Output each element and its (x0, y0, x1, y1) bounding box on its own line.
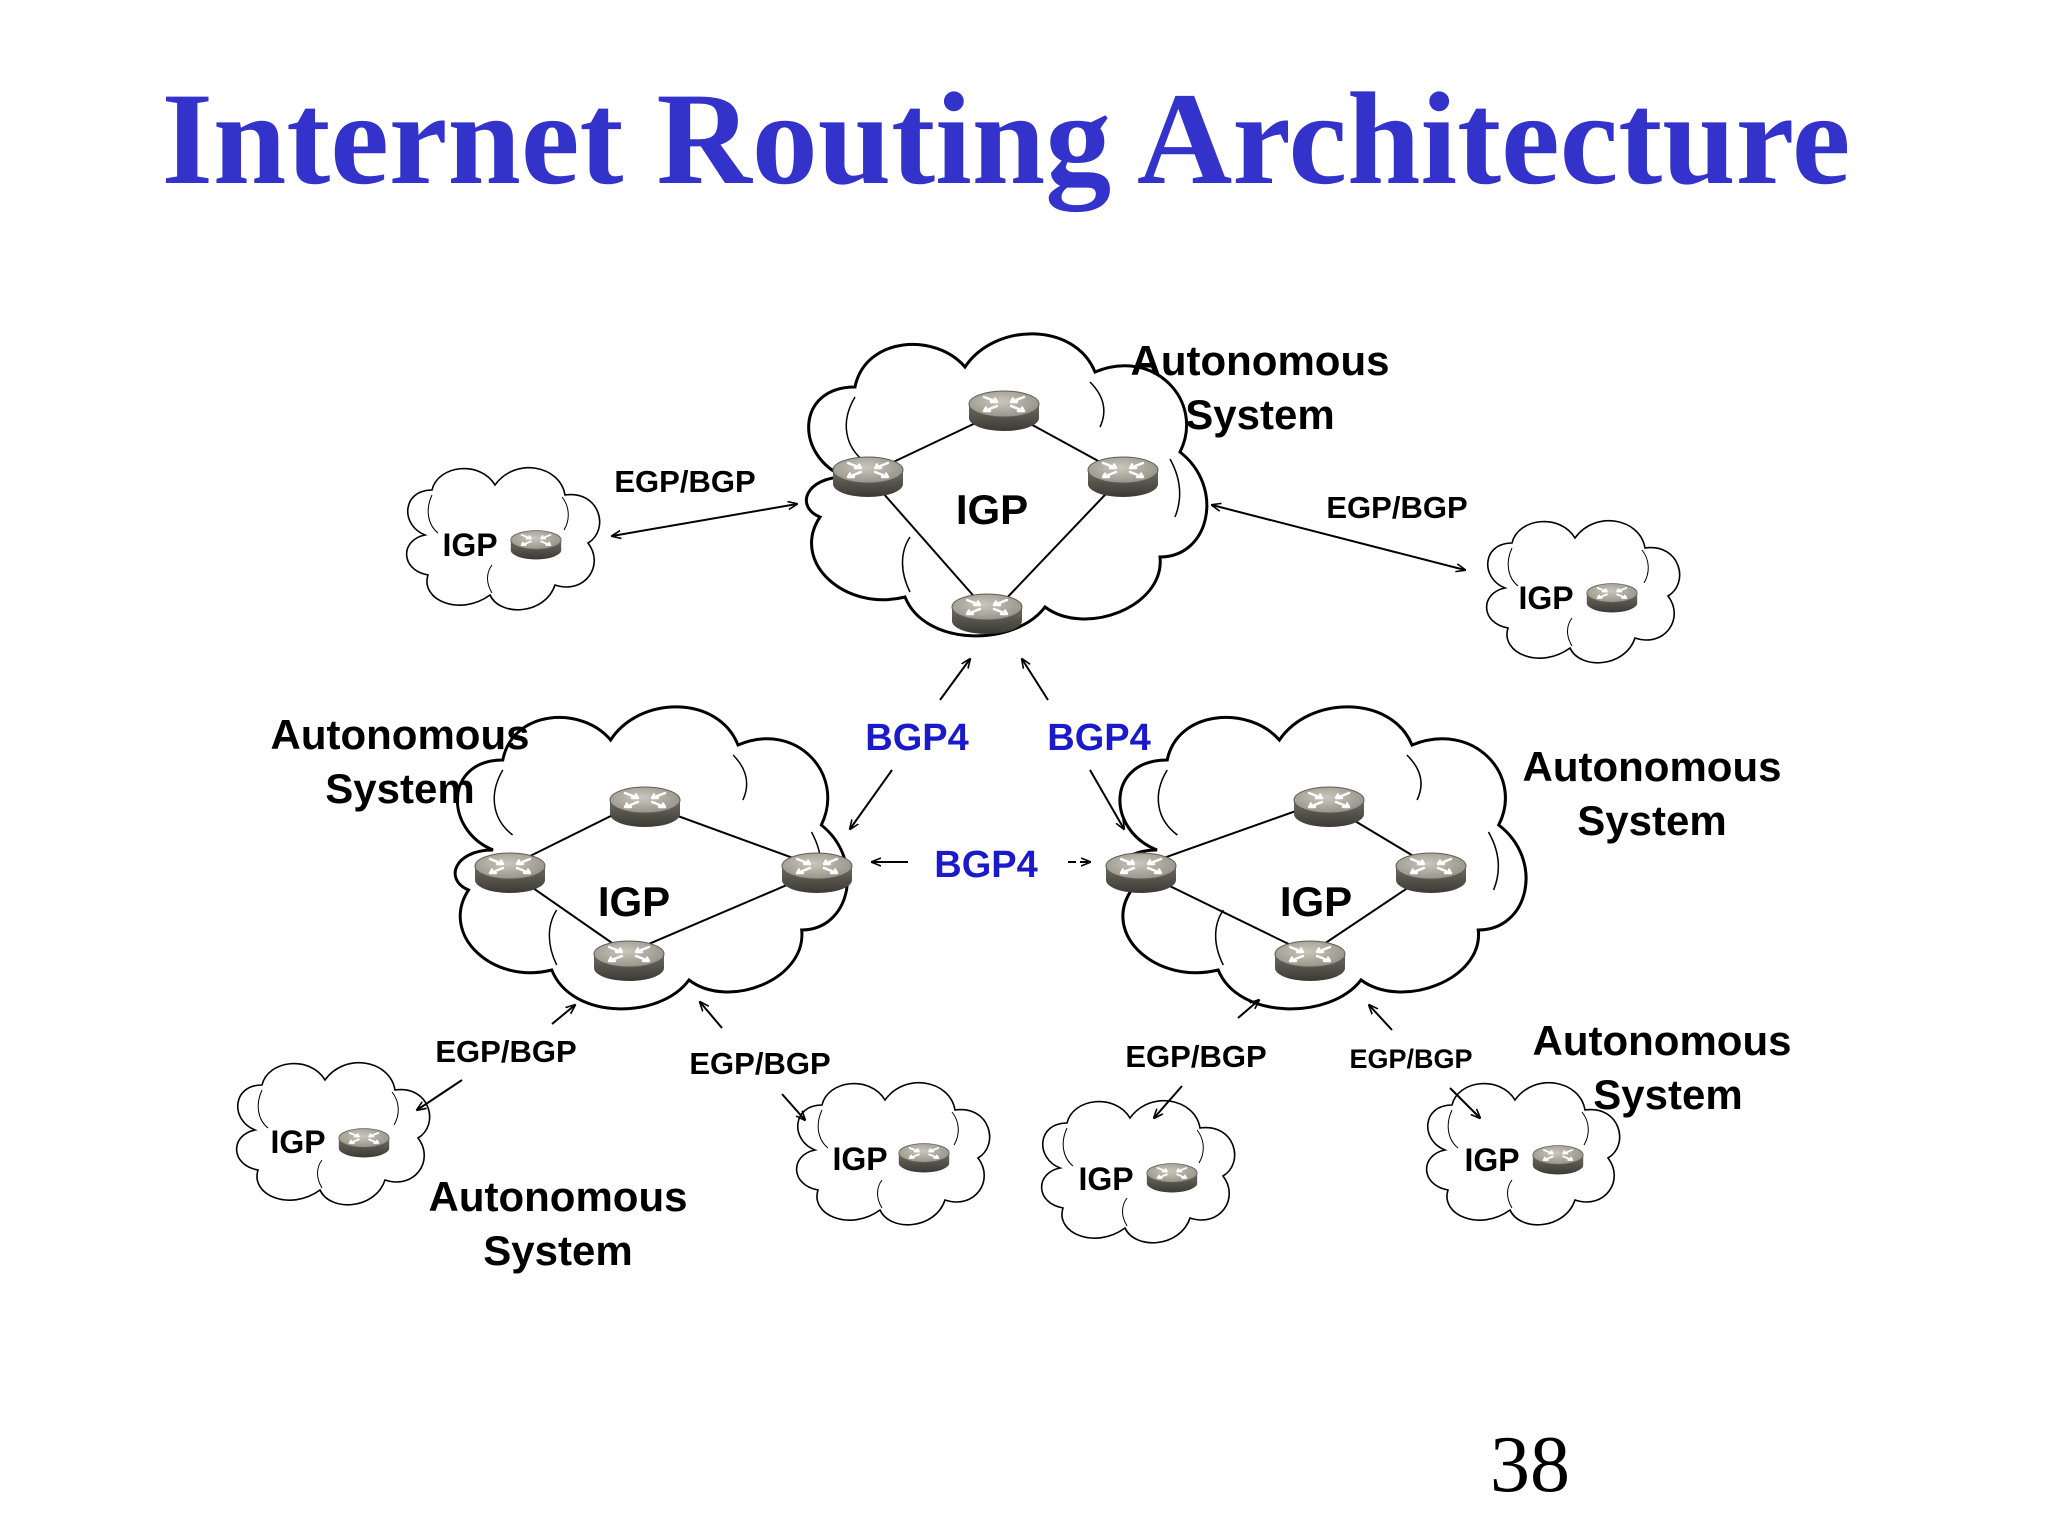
stub-as-cloud (1040, 1099, 1236, 1244)
arrow-icon (1237, 1000, 1259, 1019)
igp-label-small: IGP (1078, 1161, 1133, 1197)
router-icon (1273, 939, 1347, 983)
stub-as-cloud (235, 1061, 431, 1206)
igp-label-small: IGP (270, 1124, 325, 1160)
router-icon (473, 851, 547, 895)
router-icon (1104, 851, 1178, 895)
arrow-icon (700, 1002, 723, 1029)
router-icon (509, 529, 563, 561)
egp-bgp-label: EGP/BGP (435, 1034, 576, 1069)
router-icon (1585, 582, 1639, 614)
as-label-bottom-left-line1: Autonomous (429, 1173, 688, 1220)
igp-label-top: IGP (956, 486, 1028, 533)
igp-label-small: IGP (832, 1141, 887, 1177)
as-label-left-line1: Autonomous (271, 711, 530, 758)
arrow-icon (1089, 769, 1124, 829)
bgp4-label: BGP4 (865, 717, 968, 759)
arrow-icon (781, 1093, 805, 1120)
egp-bgp-label: EGP/BGP (1326, 490, 1467, 525)
arrow-icon (551, 1005, 575, 1025)
bgp4-label: BGP4 (1047, 717, 1150, 759)
stub-as-cloud (405, 466, 601, 611)
router-icon (1292, 785, 1366, 829)
router-icon (337, 1127, 391, 1159)
stub-as-cloud (795, 1081, 991, 1226)
router-icon (592, 939, 666, 983)
arrow-icon (1154, 1085, 1183, 1118)
arrow-icon (612, 504, 797, 536)
bgp4-label: BGP4 (934, 844, 1037, 886)
as-label-right-line2: System (1577, 797, 1726, 844)
router-icon (1394, 851, 1468, 895)
router-icon (1531, 1144, 1585, 1176)
router-icon (608, 785, 682, 829)
egp-bgp-label: EGP/BGP (614, 464, 755, 499)
as-label-bottom-left-line2: System (483, 1227, 632, 1274)
igp-label-small: IGP (1464, 1142, 1519, 1178)
router-icon (831, 455, 905, 499)
igp-label-left: IGP (598, 878, 670, 925)
arrow-icon (1022, 659, 1049, 701)
as-label-top-line2: System (1185, 391, 1334, 438)
as-label-bottom-right-line1: Autonomous (1533, 1017, 1792, 1064)
arrow-icon (850, 769, 893, 829)
page-number: 38 (1490, 1421, 1570, 1509)
as-label-top-line1: Autonomous (1131, 337, 1390, 384)
arrow-icon (1369, 1005, 1393, 1031)
router-icon (1145, 1162, 1199, 1194)
egp-bgp-label: EGP/BGP (1125, 1039, 1266, 1074)
stub-as-cloud (1425, 1081, 1621, 1226)
egp-bgp-label: EGP/BGP (689, 1046, 830, 1081)
arrow-icon (1449, 1087, 1480, 1118)
router-icon (967, 389, 1041, 433)
arrow-icon (939, 659, 970, 701)
router-icon (897, 1142, 951, 1174)
arrow-icon (1212, 505, 1465, 570)
igp-label-small: IGP (1518, 580, 1573, 616)
egp-bgp-label: EGP/BGP (1349, 1044, 1472, 1074)
router-icon (780, 851, 854, 895)
router-icon (1086, 455, 1160, 499)
igp-label-small: IGP (442, 527, 497, 563)
igp-label-right: IGP (1280, 878, 1352, 925)
stub-as-cloud (1485, 519, 1681, 664)
router-icon (950, 592, 1024, 636)
as-label-left-line2: System (325, 765, 474, 812)
as-label-bottom-right-line2: System (1593, 1071, 1742, 1118)
as-label-right-line1: Autonomous (1523, 743, 1782, 790)
arrow-icon (417, 1079, 463, 1110)
slide-title: Internet Routing Architecture (161, 65, 1851, 212)
